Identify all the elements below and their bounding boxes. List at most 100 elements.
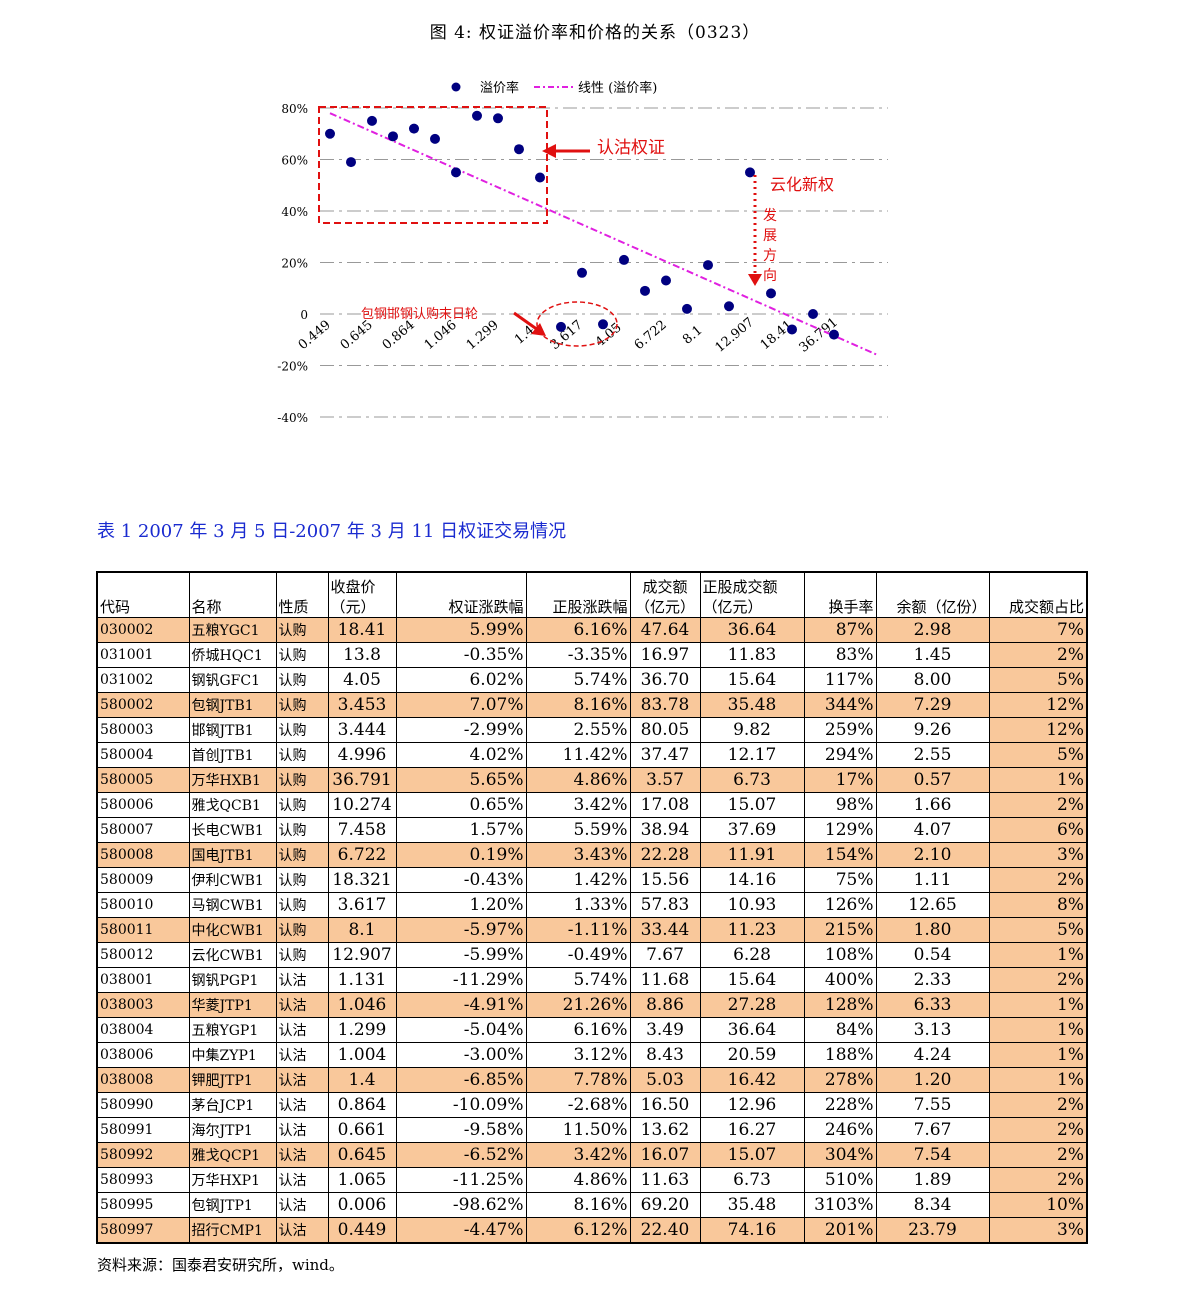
cell-turnover: 33.44 [629, 917, 701, 943]
data-point [493, 113, 503, 124]
cell-balance: 4.24 [875, 1042, 990, 1068]
warrant-trading-table: 代码 名称 性质 收盘价（元） 权证涨跌幅 正股涨跌幅 成交额（亿元） 正股成交… [96, 571, 1088, 1244]
cell-turnover: 16.07 [629, 1142, 701, 1168]
cell-name: 伊利CWB1 [188, 867, 277, 893]
cell-stock-turnover: 35.48 [699, 692, 805, 718]
cell-balance: 2.33 [875, 967, 990, 993]
cell-turnover: 22.28 [629, 842, 701, 868]
cell-kind: 认购 [275, 792, 329, 818]
data-point [535, 172, 545, 183]
annotation-direction-4: 向 [763, 268, 777, 284]
cell-name: 钢钒PGP1 [188, 967, 277, 993]
cell-balance: 4.07 [875, 817, 990, 843]
cell-kind: 认沽 [275, 1117, 329, 1143]
cell-code: 580006 [96, 792, 190, 818]
data-point [745, 167, 755, 178]
cell-code: 031002 [96, 667, 190, 693]
cell-code: 580008 [96, 842, 190, 868]
cell-stock-turnover: 6.73 [699, 1167, 805, 1193]
cell-stock-change: 5.74% [525, 667, 631, 693]
annotation-baogang-label: 包钢邯钢认购末日轮 [361, 306, 478, 322]
cell-turnover: 3.49 [629, 1017, 701, 1043]
cell-name: 邯钢JTB1 [188, 717, 277, 743]
cell-kind: 认购 [275, 692, 329, 718]
cell-kind: 认沽 [275, 1017, 329, 1043]
cell-warrant-change: -0.43% [395, 867, 527, 893]
cell-turnover-rate: 215% [803, 917, 877, 943]
data-point [808, 309, 818, 319]
cell-kind: 认沽 [275, 1092, 329, 1118]
cell-balance: 7.67 [875, 1117, 990, 1143]
cell-turnover-rate: 188% [803, 1042, 877, 1068]
cell-balance: 8.34 [875, 1192, 990, 1218]
cell-code: 580002 [96, 692, 190, 718]
cell-kind: 认购 [275, 667, 329, 693]
cell-turnover: 11.63 [629, 1167, 701, 1193]
cell-code: 038008 [96, 1067, 190, 1093]
x-tick-label: 1.046 [422, 318, 460, 353]
x-tick-label: 12.907 [713, 315, 757, 356]
cell-balance: 2.10 [875, 842, 990, 868]
cell-kind: 认沽 [275, 967, 329, 993]
cell-turnover: 38.94 [629, 817, 701, 843]
cell-warrant-change: -4.47% [395, 1217, 527, 1244]
cell-code: 038006 [96, 1042, 190, 1068]
cell-code: 580991 [96, 1117, 190, 1143]
cell-turnover: 16.50 [629, 1092, 701, 1118]
cell-turnover: 3.57 [629, 767, 701, 793]
cell-name: 马钢CWB1 [188, 892, 277, 918]
baogang-ellipse [536, 301, 618, 347]
cell-share: 3% [988, 842, 1088, 868]
figure-title: 图 4: 权证溢价率和价格的关系（0323） [429, 23, 761, 43]
cell-kind: 认购 [275, 817, 329, 843]
cell-stock-turnover: 15.07 [699, 1142, 805, 1168]
source-note: 资料来源：国泰君安研究所，wind。 [97, 1256, 344, 1274]
header-share: 成交额占比 [988, 571, 1088, 618]
cell-share: 2% [988, 867, 1088, 893]
header-code: 代码 [96, 571, 190, 618]
cell-warrant-change: 0.65% [395, 792, 527, 818]
cell-stock-change: 11.50% [525, 1117, 631, 1143]
cell-name: 五粮YGP1 [188, 1017, 277, 1043]
table-header-row: 代码 名称 性质 收盘价（元） 权证涨跌幅 正股涨跌幅 成交额（亿元） 正股成交… [96, 571, 1088, 618]
annotation-yunhua-label: 云化新权 [770, 175, 834, 194]
cell-turnover-rate: 201% [803, 1217, 877, 1244]
cell-turnover-rate: 98% [803, 792, 877, 818]
cell-turnover: 8.43 [629, 1042, 701, 1068]
cell-code: 580990 [96, 1092, 190, 1118]
cell-stock-turnover: 74.16 [699, 1217, 805, 1244]
cell-balance: 1.20 [875, 1067, 990, 1093]
cell-code: 031001 [96, 642, 190, 668]
header-stock-change: 正股涨跌幅 [525, 571, 631, 618]
cell-share: 2% [988, 967, 1088, 993]
cell-warrant-change: 7.07% [395, 692, 527, 718]
cell-close: 0.006 [327, 1192, 397, 1218]
cell-stock-change: 3.12% [525, 1042, 631, 1068]
cell-warrant-change: 1.20% [395, 892, 527, 918]
cell-share: 1% [988, 1042, 1088, 1068]
header-close: 收盘价（元） [327, 571, 397, 618]
cell-turnover: 11.68 [629, 967, 701, 993]
data-point [787, 324, 797, 335]
cell-name: 中集ZYP1 [188, 1042, 277, 1068]
cell-name: 五粮YGC1 [188, 617, 277, 643]
cell-kind: 认沽 [275, 1217, 329, 1244]
data-point [388, 131, 398, 142]
cell-stock-change: 5.59% [525, 817, 631, 843]
cell-stock-turnover: 12.96 [699, 1092, 805, 1118]
chart-points [325, 110, 839, 340]
cell-code: 580011 [96, 917, 190, 943]
cell-balance: 1.45 [875, 642, 990, 668]
x-tick-label: 8.1 [680, 323, 705, 348]
cell-stock-turnover: 16.42 [699, 1067, 805, 1093]
cell-kind: 认购 [275, 867, 329, 893]
cell-share: 12% [988, 692, 1088, 718]
